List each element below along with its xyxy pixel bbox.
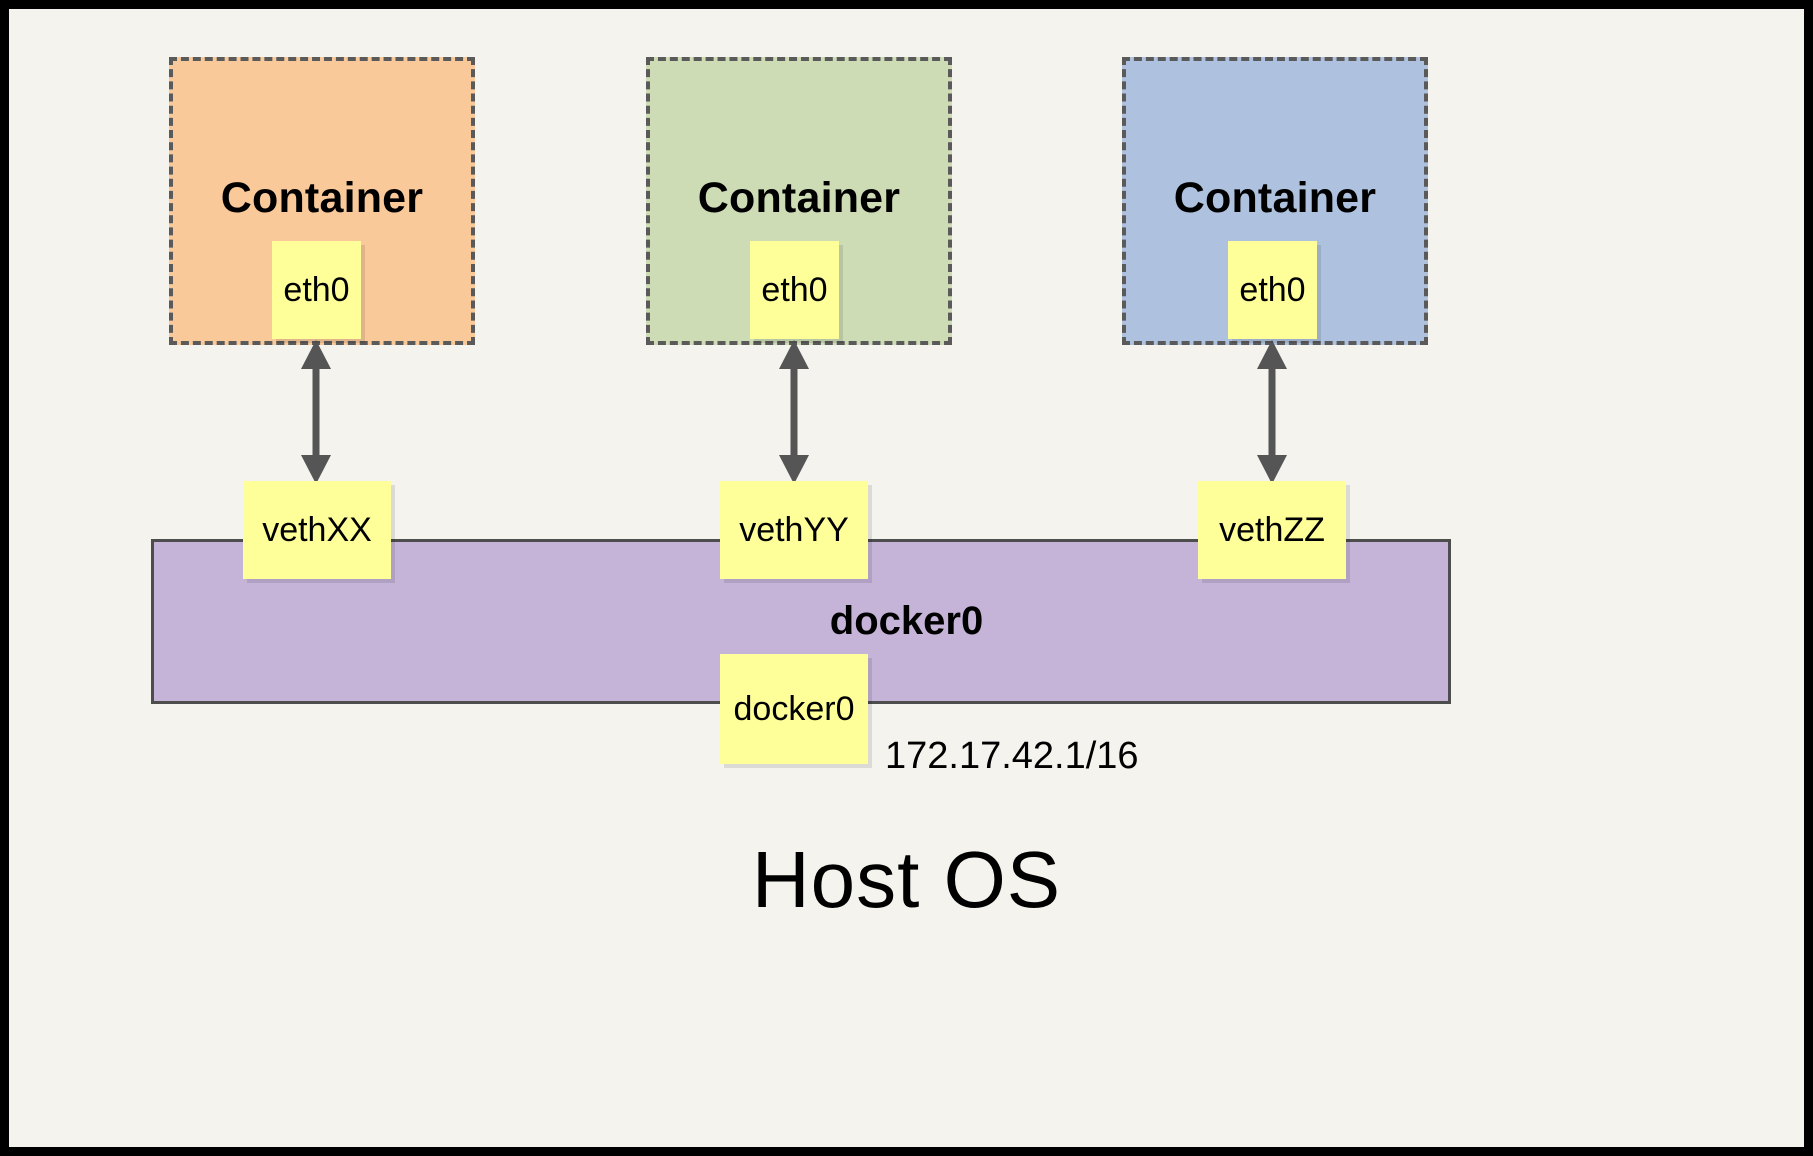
eth0-label-1: eth0 [283,270,350,309]
docker0-interface-label: docker0 [733,689,855,728]
link-arrow-2 [779,340,809,484]
eth0-label-2: eth0 [761,270,828,309]
eth0-label-3: eth0 [1239,270,1306,309]
veth-label-1: vethXX [262,510,372,549]
veth-label-3: vethZZ [1219,510,1325,549]
docker0-bridge-label: docker0 [829,599,984,643]
veth-box-3[interactable]: vethZZ [1198,481,1346,579]
eth0-box-3[interactable]: eth0 [1228,241,1317,339]
eth0-box-2[interactable]: eth0 [750,241,839,339]
link-arrow-1 [301,340,331,484]
container-title-3: Container [1173,174,1377,222]
host-os-label: Host OS [751,835,1062,924]
veth-label-2: vethYY [739,510,849,549]
veth-box-1[interactable]: vethXX [243,481,391,579]
eth0-box-1[interactable]: eth0 [272,241,361,339]
veth-box-2[interactable]: vethYY [720,481,868,579]
container-title-1: Container [220,174,424,222]
container-title-2: Container [697,174,901,222]
docker0-interface-box[interactable]: docker0 [720,654,868,764]
docker0-ip-label: 172.17.42.1/16 [885,735,1139,777]
link-arrow-3 [1257,340,1287,484]
